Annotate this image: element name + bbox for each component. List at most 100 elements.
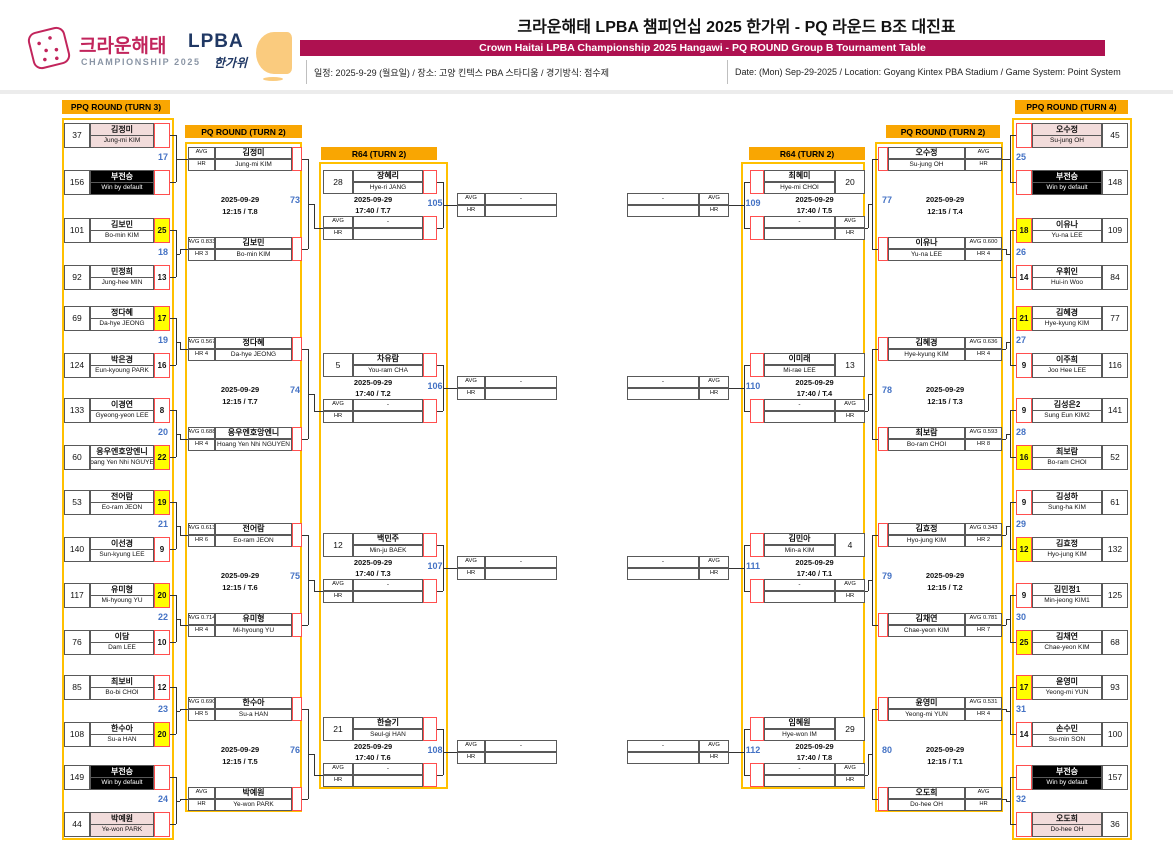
stat-avg-label: AVG 0.613 [188,523,215,535]
stat-avg-label: AVG [457,556,485,568]
stat-avg-label: AVG [188,787,215,799]
player-seed: 84 [1102,265,1128,290]
match-number: 19 [157,335,168,345]
match-number: 105 [427,198,443,208]
connector-line [180,433,181,439]
connector-line [170,777,176,778]
score-slot [292,523,302,547]
connector-line [170,318,176,319]
stat-hr-label: HR 4 [188,625,215,637]
player-score: 9 [154,537,170,562]
player-seed: 157 [1102,765,1128,790]
connector-line [1010,777,1016,778]
player-score: 13 [154,265,170,290]
connector-line [744,545,750,546]
connector-line [314,775,323,776]
score-slot [878,427,888,451]
stat-hr-label: HR [188,159,215,171]
connector-line [1002,535,1006,536]
player-name-en: Sun-kyung LEE [90,549,154,562]
connector-line [314,754,315,775]
player-score: 14 [1016,722,1032,747]
match-time: 12:15 / T.7 [222,397,258,406]
score-slot [750,763,764,787]
player-name-en: Hyo-jung KIM [1032,549,1102,562]
player-seed: 149 [64,765,90,790]
player-name-ko: 전어람 [215,523,292,535]
header-divider [306,60,307,84]
player-name-en: Min-a KIM [764,545,835,557]
player-score: 16 [1016,445,1032,470]
column-header-ppq-right: PPQ ROUND (TURN 4) [1015,100,1128,114]
match-time: 17:40 / T.2 [355,389,391,398]
connector-line [1010,549,1016,550]
player-score [1016,765,1032,790]
connector-line [1006,710,1010,712]
connector-line [1006,618,1007,625]
score-slot [292,147,302,171]
player-score: 9 [1016,398,1032,423]
match-time: 17:40 / T.4 [796,389,833,398]
match-number: 28 [1016,427,1027,437]
event-info-ko: 일정: 2025-9-29 (월요일) / 장소: 고양 킨텍스 PBA 스타디… [314,67,609,78]
connector-line [1010,595,1011,642]
match-time: 12:15 / T.1 [927,757,963,766]
connector-line [1006,433,1010,435]
connector-line [868,580,869,591]
stat-hr-label: HR [835,775,865,787]
match-date: 2025-09-29 [220,194,260,204]
player-name-ko: 장혜리 [353,170,423,182]
player-seed: 141 [1102,398,1128,423]
connector-line [1006,249,1007,254]
connector-line [1010,230,1011,277]
connector-line [437,228,443,229]
player-seed: 61 [1102,490,1128,515]
connector-line [170,457,176,458]
match-number: 21 [157,519,168,529]
connector-line [1006,799,1007,801]
ppq-left-column [62,118,174,840]
player-score [154,123,170,148]
connector-line [872,159,878,160]
connector-line [1010,687,1016,688]
stat-hr-label: HR 8 [965,439,1002,451]
score-slot [750,533,764,557]
match-date: 2025-09-29 [353,557,393,567]
match-date: 2025-09-29 [353,377,393,387]
connector-line [170,135,176,136]
connector-line [176,433,180,435]
connector-line [1006,709,1007,711]
player-seed: 116 [1102,353,1128,378]
connector-line [180,439,188,440]
player-name-ko: 김효정 [888,523,965,535]
stat-avg-label: AVG [965,147,1002,159]
player-seed: 124 [64,353,90,378]
stat-avg-label: AVG [699,740,729,752]
player-name-ko: 오도희 [888,787,965,799]
player-score: 20 [154,722,170,747]
player-name-en: Win by default [90,777,154,790]
player-name-en: Jung-mi KIM [215,159,292,171]
open-slot-value [353,411,423,423]
column-header-pq-right: PQ ROUND (TURN 2) [886,125,1000,138]
column-header-pq-left: PQ ROUND (TURN 2) [185,125,302,138]
match-number: 30 [1016,612,1027,622]
winner-slot-value [485,388,557,400]
connector-line [437,729,443,730]
stat-avg-label: AVG [188,147,215,159]
player-name-en: Gyeong-yeon LEE [90,410,154,423]
connector-line [1010,410,1011,457]
column-header-r64-right: R64 (TURN 2) [749,147,865,160]
score-slot [750,216,764,240]
match-number: 18 [157,247,168,257]
connector-line [308,394,314,395]
match-time: 12:15 / T.5 [222,757,258,766]
player-seed: 125 [1102,583,1128,608]
connector-line [729,388,744,389]
player-name-en: Win by default [1032,182,1102,195]
connector-line [170,410,176,411]
stat-hr-label: HR [965,799,1002,811]
score-slot [423,533,437,557]
open-slot-value [353,228,423,240]
connector-line [1010,318,1016,319]
